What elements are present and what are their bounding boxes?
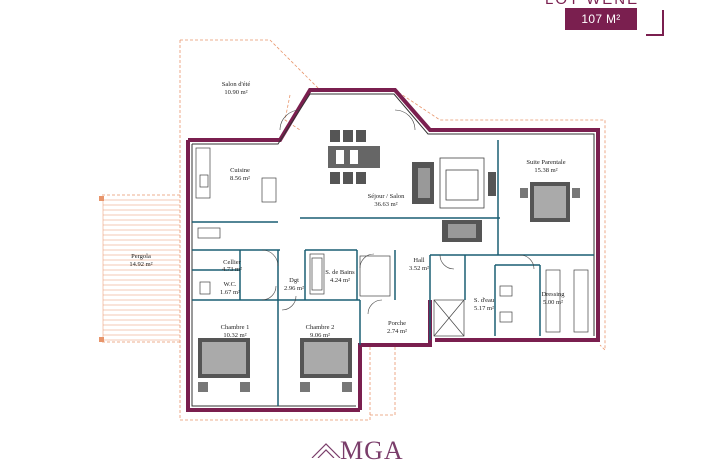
room-area-wc: 1.67 m² [220, 289, 240, 296]
room-labels: Salon d'été 10.90 m² Cuisine 8.56 m² Séj… [129, 81, 565, 339]
surface-badge: 107 M² [565, 8, 637, 30]
bathroom-fixtures [199, 253, 589, 337]
room-name-porche: Porche [388, 320, 406, 327]
room-name-sdb: S. de Bains [325, 269, 355, 276]
room-area-cuisine: 8.56 m² [230, 175, 250, 182]
pergola-post [99, 337, 104, 342]
door-swings [261, 109, 535, 315]
room-area-sdb: 4.24 m² [330, 277, 350, 284]
room-name-chambre2: Chambre 2 [306, 324, 335, 331]
badge-corner-decoration [646, 10, 664, 36]
room-name-cuisine: Cuisine [230, 167, 250, 174]
model-name-partial: LOT WENE [545, 0, 639, 8]
room-name-suite: Suite Parentale [526, 159, 565, 166]
room-name-salon-ete: Salon d'été [222, 81, 251, 88]
suite-bed [520, 182, 580, 222]
room-area-chambre2: 9.06 m² [310, 332, 330, 339]
living-furniture [412, 157, 496, 242]
room-name-sdeau: S. d'eau [474, 297, 495, 304]
room-area-sdeau: 5.17 m² [474, 305, 494, 312]
room-area-sejour: 36.63 m² [374, 201, 397, 208]
room-area-porche: 2.74 m² [387, 328, 407, 335]
room-area-salon-ete: 10.90 m² [224, 89, 247, 96]
room-area-cellier: 4.73 m² [222, 266, 242, 273]
room-name-pergola: Pergola [131, 253, 151, 260]
logo-mark [311, 443, 341, 458]
pergola-post [99, 196, 104, 201]
dining-table [328, 130, 380, 184]
interior-walls [192, 140, 594, 406]
room-area-dressing: 5.00 m² [543, 299, 563, 306]
room-area-suite: 15.38 m² [534, 167, 557, 174]
room-name-sejour: Séjour / Salon [368, 193, 406, 200]
room-name-dgt: Dgt [289, 277, 299, 284]
room-area-pergola: 14.92 m² [129, 261, 152, 268]
room-area-hall: 3.52 m² [409, 265, 429, 272]
room-name-wc: W.C. [223, 281, 236, 288]
bedroom-furniture [198, 338, 352, 392]
logo-text: MGA [340, 436, 404, 465]
room-name-chambre1: Chambre 1 [221, 324, 250, 331]
room-name-dressing: Dressing [541, 291, 565, 298]
kitchen-furniture [195, 147, 277, 239]
room-area-chambre1: 10.32 m² [223, 332, 246, 339]
room-name-cellier: Cellier [223, 259, 242, 266]
room-name-hall: Hall [413, 257, 424, 264]
exterior-walls-thin [191, 93, 595, 407]
room-area-dgt: 2.96 m² [284, 285, 304, 292]
pergola-slats [102, 198, 180, 341]
